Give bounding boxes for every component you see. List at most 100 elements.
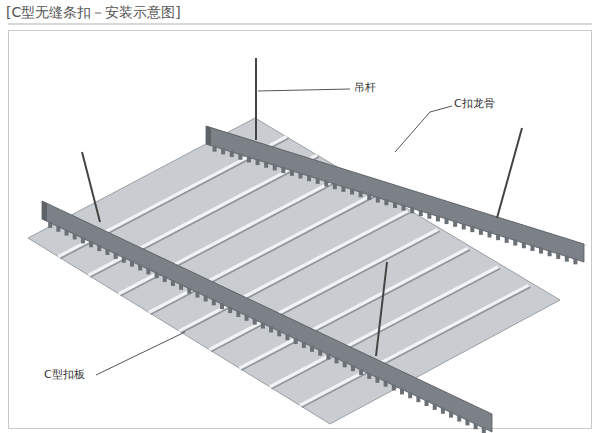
- title-rule: [8, 24, 592, 25]
- beam-tooth: [408, 392, 412, 398]
- beam-tooth: [256, 159, 260, 165]
- leader-lines: [96, 89, 452, 375]
- beam-tooth: [367, 194, 371, 200]
- leader-line: [96, 332, 185, 375]
- beam-tooth: [299, 173, 303, 179]
- beam-tooth: [277, 330, 281, 336]
- beam-tooth: [341, 186, 345, 192]
- beam-tooth: [238, 154, 242, 160]
- beam-tooth: [221, 148, 225, 154]
- beam-tooth: [425, 400, 429, 406]
- beam-tooth: [73, 233, 77, 239]
- beam-tooth: [204, 295, 208, 301]
- beam-tooth: [146, 268, 150, 274]
- beam-tooth: [97, 245, 101, 251]
- beam-tooth: [496, 234, 500, 240]
- part-label: C扣龙骨: [452, 97, 497, 110]
- beam-tooth: [427, 213, 431, 219]
- groove-highlight: [119, 174, 348, 294]
- beam-tooth: [213, 146, 217, 152]
- beam-tooth: [359, 191, 363, 197]
- beam-tooth: [290, 170, 294, 176]
- beam-tooth: [530, 245, 534, 251]
- beam-tooth: [307, 175, 311, 181]
- beam-tooth: [316, 178, 320, 184]
- beam-tooth: [195, 292, 199, 298]
- beam-tooth: [212, 299, 216, 305]
- beam-tooth: [285, 334, 289, 340]
- beam-tooth: [333, 183, 337, 189]
- beam-tooth: [236, 311, 240, 317]
- beam-tooth: [261, 323, 265, 329]
- beam-tooth: [350, 189, 354, 195]
- beam-tooth: [89, 241, 93, 247]
- beam-tooth: [465, 419, 469, 425]
- beam-tooth: [122, 257, 126, 263]
- beam-tooth: [513, 240, 517, 246]
- beam-tooth: [419, 210, 423, 216]
- beam-tooth: [573, 258, 577, 264]
- beam-tooth: [384, 381, 388, 387]
- groove-line: [181, 213, 410, 333]
- beam-tooth: [384, 199, 388, 205]
- beam-tooth: [376, 197, 380, 203]
- groove-highlight: [149, 192, 378, 312]
- beam-tooth: [457, 416, 461, 422]
- leader-line: [258, 89, 350, 91]
- beam-tooth: [488, 232, 492, 238]
- beam-tooth: [220, 303, 224, 309]
- leader-line: [395, 106, 452, 152]
- groove-line: [121, 176, 350, 296]
- beam-tooth: [65, 230, 69, 236]
- beam-tooth: [294, 338, 298, 344]
- beam-tooth: [433, 404, 437, 410]
- groove-line: [90, 157, 319, 277]
- beam-tooth: [410, 207, 414, 213]
- beam-tooth: [253, 319, 257, 325]
- hanging-rod: [497, 128, 522, 218]
- beam-side: [206, 126, 584, 262]
- groove-line: [151, 194, 380, 314]
- beam-tooth: [367, 373, 371, 379]
- part-label: C型扣板: [42, 368, 87, 381]
- beam-tooth: [163, 276, 167, 282]
- beam-tooth: [343, 361, 347, 367]
- beam-tooth: [245, 315, 249, 321]
- beam-tooth: [281, 167, 285, 173]
- hanging-rod: [82, 152, 100, 222]
- beam-tooth: [302, 342, 306, 348]
- beam-tooth: [179, 284, 183, 290]
- groove-highlight: [209, 229, 438, 349]
- hanging-rods: [82, 58, 522, 356]
- beam-tooth: [335, 357, 339, 363]
- beam-tooth: [171, 280, 175, 286]
- beam-tooth: [130, 261, 134, 267]
- panel-grooves: [58, 136, 530, 407]
- beam-tooth: [324, 181, 328, 187]
- beam-tooth: [453, 221, 457, 227]
- part-label: 吊杆: [352, 81, 378, 94]
- beam-tooth: [505, 237, 509, 243]
- c-keel-beams: [42, 126, 588, 433]
- beam-tooth: [400, 388, 404, 394]
- beam-tooth: [228, 307, 232, 313]
- beam-tooth: [114, 253, 118, 259]
- beam-tooth: [445, 218, 449, 224]
- groove-line: [211, 231, 440, 351]
- beam-tooth: [522, 242, 526, 248]
- beam-tooth: [462, 223, 466, 229]
- beam-end: [42, 201, 47, 221]
- beam-side: [42, 201, 492, 432]
- beam-tooth: [556, 253, 560, 259]
- beam-tooth: [247, 156, 251, 162]
- beam-tooth: [548, 250, 552, 256]
- beam-tooth: [310, 346, 314, 352]
- beam-tooth: [155, 272, 159, 278]
- beam-end: [206, 126, 211, 146]
- beam-tooth: [474, 423, 478, 429]
- beam-tooth: [436, 215, 440, 221]
- hanging-rod: [255, 58, 257, 140]
- beam-tooth: [318, 350, 322, 356]
- beam-tooth: [105, 249, 109, 255]
